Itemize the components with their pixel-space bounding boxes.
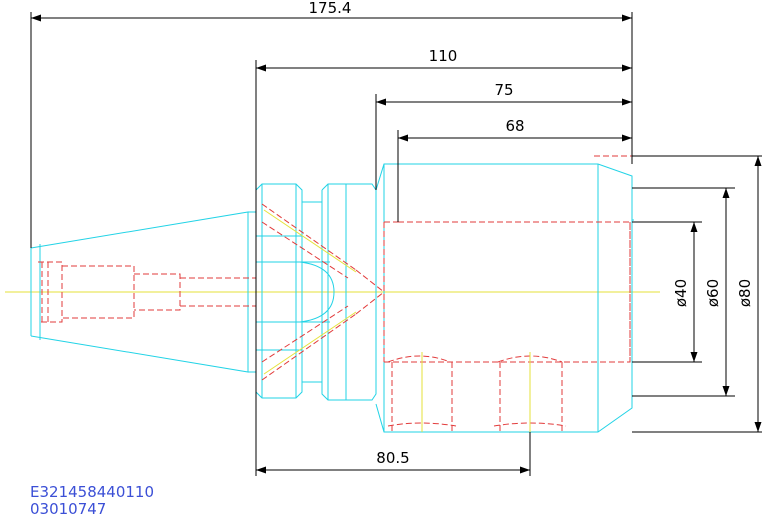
dimension-lines xyxy=(31,14,762,474)
taper-shank xyxy=(30,211,249,373)
short-centerlines xyxy=(263,209,531,432)
part-code-1: E321458440110 xyxy=(30,483,154,501)
main-body xyxy=(375,163,634,433)
part-code-2: 03010747 xyxy=(30,500,107,518)
dim-length-68: 68 xyxy=(505,117,524,135)
dim-dia40: ø40 xyxy=(672,279,690,307)
dim-length-80-5: 80.5 xyxy=(376,449,409,467)
hidden-lines xyxy=(38,155,632,432)
dim-dia80: ø80 xyxy=(736,279,754,307)
part-codes: E321458440110 03010747 xyxy=(30,484,154,518)
dim-length-75: 75 xyxy=(494,81,513,99)
dim-dia60: ø60 xyxy=(704,279,722,307)
extension-lines xyxy=(30,12,762,476)
dim-overall-length: 175.4 xyxy=(309,0,352,17)
dim-length-110: 110 xyxy=(429,47,458,65)
